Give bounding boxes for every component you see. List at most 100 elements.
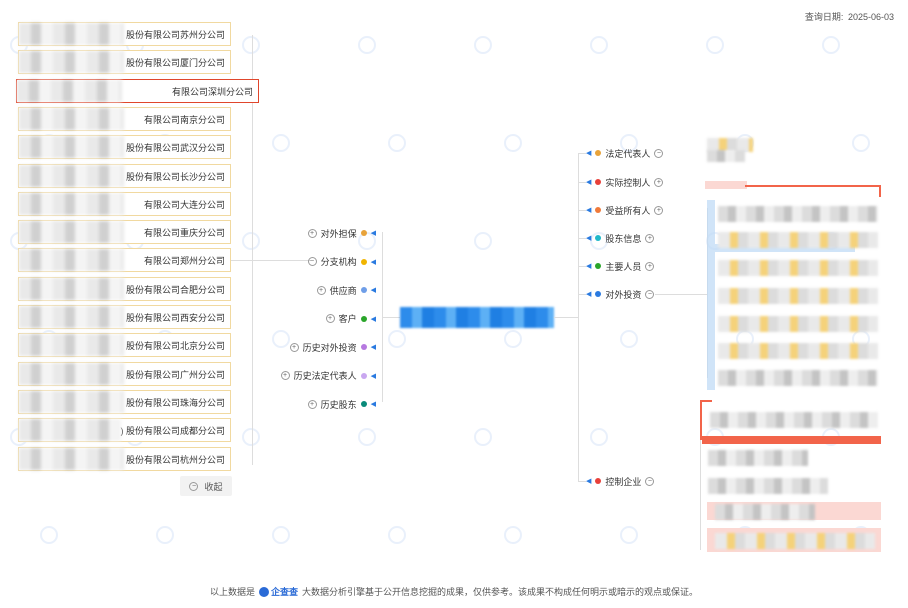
branch-name: 有限公司深圳分公司 xyxy=(171,86,253,97)
left-category[interactable]: +供应商◀ xyxy=(316,283,376,297)
control-row[interactable] xyxy=(715,504,815,520)
watermark-logo xyxy=(156,518,214,552)
category-dot xyxy=(595,235,602,241)
collapse-button[interactable]: − 收起 xyxy=(180,476,232,496)
toggle-icon[interactable]: + xyxy=(307,228,317,238)
watermark-logo xyxy=(620,322,678,356)
toggle-icon[interactable]: − xyxy=(307,257,317,266)
branch-item[interactable]: 股份有限公司武汉分公司 xyxy=(18,135,231,159)
investment-row[interactable] xyxy=(718,206,878,222)
toggle-icon[interactable]: + xyxy=(289,342,299,352)
control-row[interactable] xyxy=(715,533,875,549)
watermark-logo xyxy=(504,126,562,160)
branch-item[interactable]: 有限公司南京分公司 xyxy=(18,107,231,131)
branch-name: 股份有限公司长沙分公司 xyxy=(125,171,225,182)
right-category[interactable]: ◀法定代表人− xyxy=(586,146,664,160)
right-category[interactable]: ◀受益所有人+ xyxy=(586,203,664,217)
legal-rep-entry[interactable] xyxy=(707,138,753,152)
redacted-prefix xyxy=(19,136,124,158)
category-dot xyxy=(595,150,602,156)
category-label: 历史股东 xyxy=(320,399,357,410)
category-label: 对外担保 xyxy=(320,228,357,239)
arrow-icon: ◀ xyxy=(370,315,376,323)
toggle-icon[interactable]: − xyxy=(654,148,664,158)
watermark-logo xyxy=(590,28,648,62)
right-category[interactable]: ◀股东信息+ xyxy=(586,231,655,245)
category-label: 客户 xyxy=(338,314,357,324)
investment-row[interactable] xyxy=(718,316,878,332)
redacted-prefix xyxy=(19,165,124,187)
toggle-icon[interactable]: + xyxy=(325,314,335,323)
branch-name: 股份有限公司苏州分公司 xyxy=(125,29,225,40)
redacted-prefix xyxy=(19,23,124,45)
branch-name: 股份有限公司武汉分公司 xyxy=(125,142,225,153)
investment-row[interactable] xyxy=(718,343,878,359)
branch-item[interactable]: 股份有限公司苏州分公司 xyxy=(18,22,231,46)
branch-item[interactable]: 股份有限公司杭州分公司 xyxy=(18,447,231,471)
branch-item[interactable]: 有限公司大连分公司 xyxy=(18,192,231,216)
investment-row[interactable] xyxy=(718,370,878,386)
right-cat-spine xyxy=(578,153,579,481)
category-dot xyxy=(360,344,367,350)
branch-item[interactable]: 有限公司郑州分公司 xyxy=(18,248,231,272)
left-category[interactable]: +历史法定代表人◀ xyxy=(280,369,376,383)
right-category[interactable]: ◀实际控制人+ xyxy=(586,175,664,189)
toggle-icon[interactable]: + xyxy=(307,399,317,409)
toggle-icon[interactable]: − xyxy=(645,476,655,486)
left-category[interactable]: −分支机构◀ xyxy=(307,255,376,269)
category-dot xyxy=(595,291,602,297)
toggle-icon[interactable]: + xyxy=(280,371,290,380)
investment-row[interactable] xyxy=(718,232,878,248)
branch-item[interactable]: 股份有限公司合肥分公司 xyxy=(18,277,231,301)
branch-item[interactable]: 有限公司重庆分公司 xyxy=(18,220,231,244)
highlight-mid-line xyxy=(702,436,881,444)
branch-name: 股份有限公司合肥分公司 xyxy=(125,284,225,295)
toggle-icon[interactable]: + xyxy=(645,233,655,243)
toggle-icon[interactable]: + xyxy=(316,285,326,295)
branch-item[interactable]: 有限公司深圳分公司 xyxy=(16,79,259,103)
category-dot xyxy=(360,258,367,265)
toggle-icon[interactable]: − xyxy=(645,289,655,299)
arrow-icon: ◀ xyxy=(370,372,376,380)
right-category[interactable]: ◀对外投资− xyxy=(586,287,655,301)
branch-item[interactable]: 股份有限公司长沙分公司 xyxy=(18,164,231,188)
investment-link xyxy=(655,294,707,295)
left-category[interactable]: +客户 ◀ xyxy=(325,312,376,326)
investment-row[interactable] xyxy=(718,288,878,304)
center-company-node[interactable] xyxy=(400,307,554,328)
branch-item[interactable]: 股份有限公司西安分公司 xyxy=(18,305,231,329)
control-row[interactable] xyxy=(708,450,808,466)
category-dot xyxy=(360,230,367,236)
category-link xyxy=(578,294,586,295)
left-category[interactable]: +历史对外投资◀ xyxy=(289,340,376,354)
control-spine xyxy=(700,420,701,550)
category-dot xyxy=(595,478,602,484)
investment-row[interactable] xyxy=(718,260,878,276)
toggle-icon[interactable]: + xyxy=(654,177,664,187)
arrow-icon: ◀ xyxy=(370,258,376,266)
toggle-icon[interactable]: + xyxy=(645,261,655,271)
legal-rep-entry-2[interactable] xyxy=(707,150,745,162)
redacted-prefix xyxy=(19,448,124,470)
category-link xyxy=(578,481,586,482)
left-category[interactable]: +历史股东◀ xyxy=(307,397,376,411)
toggle-icon[interactable]: + xyxy=(654,205,664,215)
control-row[interactable] xyxy=(710,412,878,428)
arrow-icon: ◀ xyxy=(370,230,376,237)
branch-name: 股份有限公司杭州分公司 xyxy=(125,454,225,465)
controller-entry[interactable] xyxy=(705,181,747,189)
branch-item[interactable]: ) 股份有限公司成都分公司 xyxy=(18,418,231,442)
redacted-prefix xyxy=(19,278,124,300)
control-row[interactable] xyxy=(708,478,828,494)
redacted-prefix xyxy=(19,306,124,328)
right-category[interactable]: ◀主要人员+ xyxy=(586,259,655,273)
branch-item[interactable]: 股份有限公司广州分公司 xyxy=(18,362,231,386)
branch-item[interactable]: 股份有限公司厦门分公司 xyxy=(18,50,231,74)
arrow-icon: ◀ xyxy=(370,344,376,351)
investment-frame-bar xyxy=(715,244,855,252)
right-category[interactable]: ◀控制企业− xyxy=(586,474,655,488)
watermark-logo xyxy=(388,126,446,160)
left-category[interactable]: +对外担保 ◀ xyxy=(307,226,376,240)
branch-item[interactable]: 股份有限公司北京分公司 xyxy=(18,333,231,357)
branch-item[interactable]: 股份有限公司珠海分公司 xyxy=(18,390,231,414)
